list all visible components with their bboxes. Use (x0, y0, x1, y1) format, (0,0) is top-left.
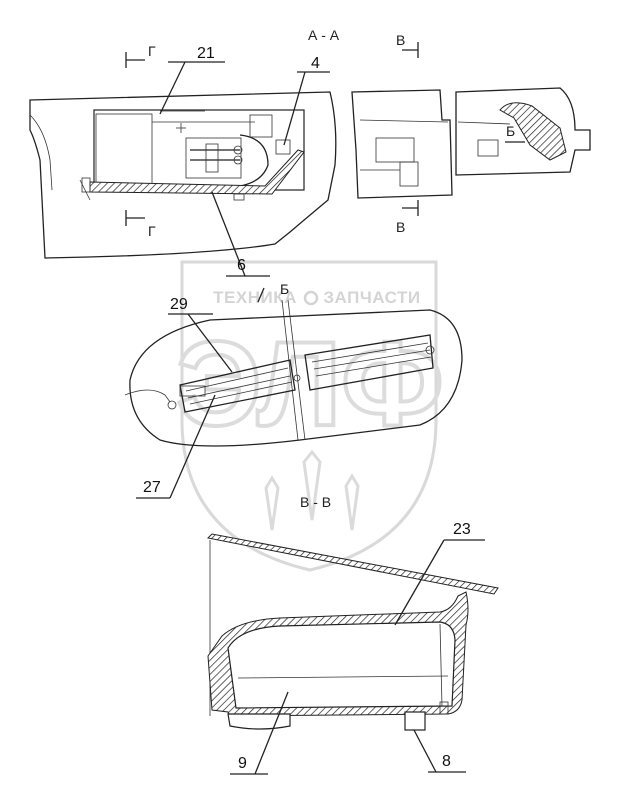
callout-29: 29 (170, 296, 188, 313)
view-a-a-right: В В Б (351, 32, 591, 235)
view-a-a: Г Г А - А 21 4 6 (29, 27, 340, 277)
view-v-v: 23 9 8 (206, 521, 499, 775)
callout-8: 8 (442, 753, 451, 770)
callout-21: 21 (197, 45, 215, 62)
callout-27: 27 (143, 479, 161, 496)
callout-4: 4 (311, 55, 320, 72)
watermark: ЭЛФ ТЕХНИКА ЗАПЧАСТИ (174, 260, 446, 572)
watermark-wheat-icon (264, 449, 360, 531)
callout-6: 6 (237, 257, 246, 274)
cut-label-g-bottom: Г (148, 223, 156, 239)
cut-label-v-top: В (396, 32, 405, 48)
detail-label-b-mid: Б (280, 281, 289, 297)
section-label-bb: В - В (300, 494, 331, 510)
callout-9: 9 (238, 755, 247, 772)
cut-label-v-bottom: В (396, 219, 405, 235)
callout-23: 23 (453, 521, 471, 538)
watermark-left-word: ТЕХНИКА (213, 288, 297, 307)
watermark-shield (180, 260, 438, 572)
watermark-logo: ЭЛФ (176, 317, 443, 451)
view-g: Б 29 27 (124, 281, 463, 499)
detail-label-b-top: Б (506, 123, 515, 139)
watermark-gear-icon (303, 290, 319, 306)
cut-label-g-top: Г (148, 43, 156, 59)
section-label-aa: А - А (308, 27, 340, 43)
watermark-right-word: ЗАПЧАСТИ (323, 288, 420, 307)
